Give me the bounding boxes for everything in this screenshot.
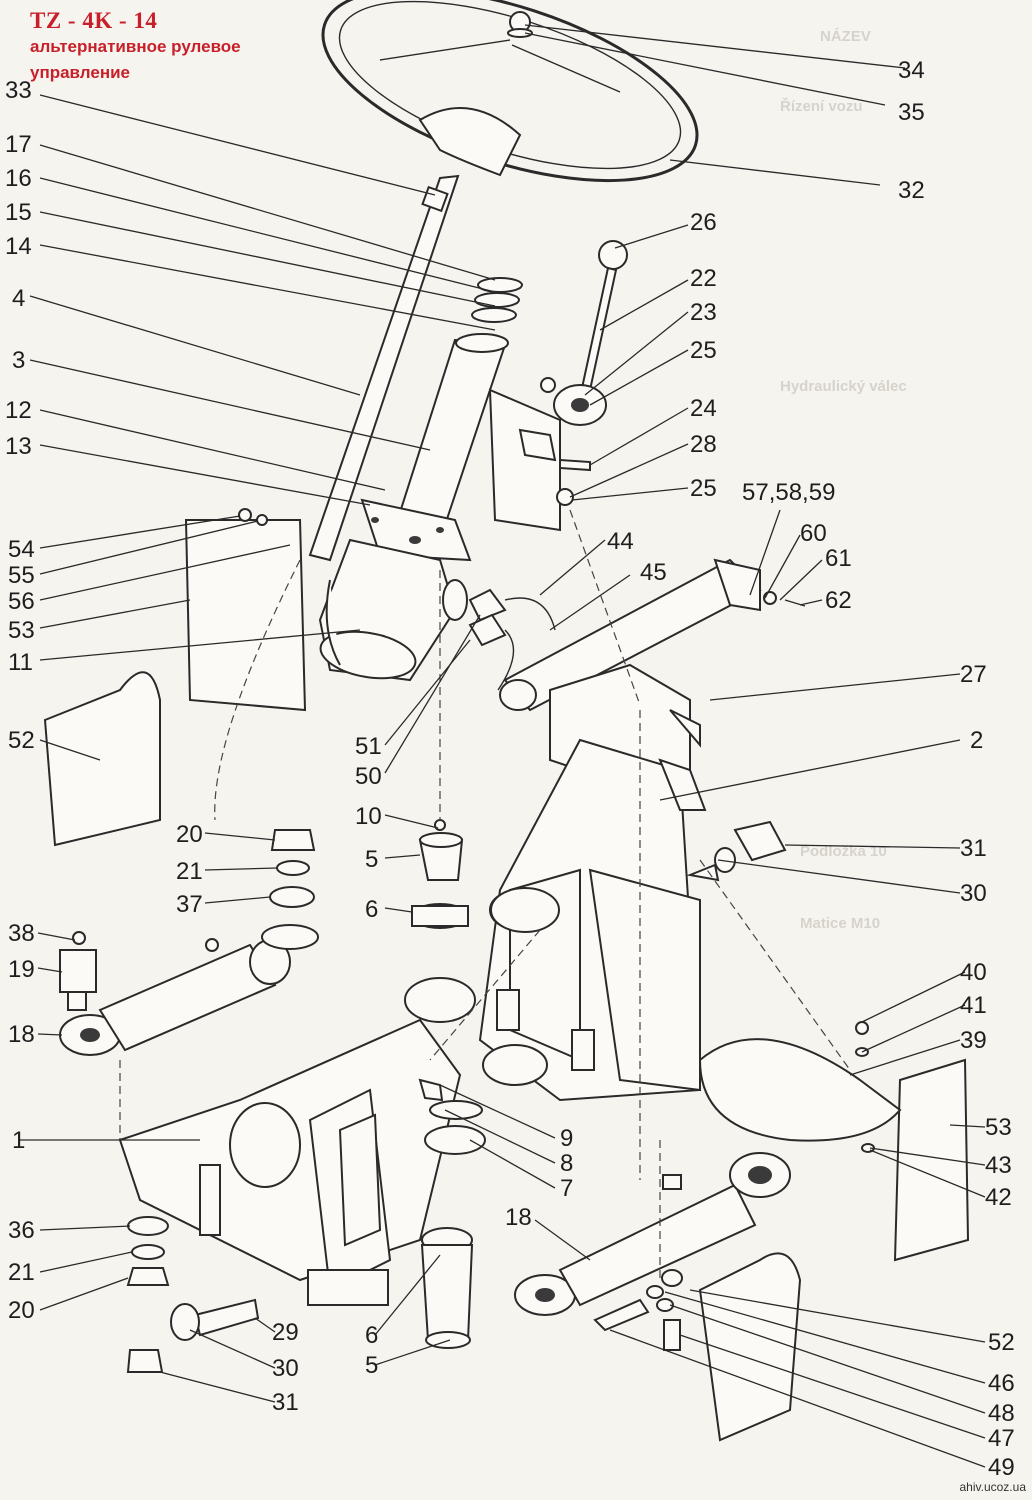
tilt-lever: [540, 240, 628, 506]
callout-32: 32: [898, 177, 925, 204]
callout-35: 35: [898, 99, 925, 126]
steering-unit: [318, 538, 468, 682]
ghost-text: Podložka 10: [800, 843, 887, 860]
callout-18: 18: [505, 1204, 532, 1231]
callout-42: 42: [985, 1184, 1012, 1211]
callout-29: 29: [272, 1319, 299, 1346]
callout-9: 9: [560, 1125, 573, 1152]
callout-21: 21: [8, 1259, 35, 1286]
callout-30: 30: [272, 1355, 299, 1382]
callout-55: 55: [8, 562, 35, 589]
title-block: TZ - 4K - 14 альтернативное рулевое упра…: [30, 8, 241, 86]
ghost-text: NÁZEV: [820, 28, 871, 45]
callout-23: 23: [690, 299, 717, 326]
callout-4: 4: [12, 285, 25, 312]
callout-5: 5: [365, 1352, 378, 1379]
callout-37: 37: [176, 891, 203, 918]
callout-13: 13: [5, 433, 32, 460]
callout-53: 53: [8, 617, 35, 644]
page-title-line-2: управление: [30, 63, 130, 82]
callout-7: 7: [560, 1175, 573, 1202]
left-washer-stack: [261, 829, 319, 950]
callout-26: 26: [690, 209, 717, 236]
steering-arm: [499, 558, 806, 712]
callout-24: 24: [690, 395, 717, 422]
callout-20: 20: [8, 1297, 35, 1324]
callout-20: 20: [176, 821, 203, 848]
callout-41: 41: [960, 992, 987, 1019]
callout-5: 5: [365, 846, 378, 873]
callout-50: 50: [355, 763, 382, 790]
axle-swivel: [118, 887, 560, 1373]
main-frame: [478, 663, 707, 1102]
callout-18: 18: [8, 1021, 35, 1048]
callout-39: 39: [960, 1027, 987, 1054]
callout-34: 34: [898, 57, 925, 84]
callout-49: 49: [988, 1454, 1015, 1481]
callout-19: 19: [8, 956, 35, 983]
callout-31: 31: [272, 1389, 299, 1416]
callout-2: 2: [970, 727, 983, 754]
callout-43: 43: [985, 1152, 1012, 1179]
callout-53: 53: [985, 1114, 1012, 1141]
right-cylinder: [514, 1152, 791, 1316]
callout-62: 62: [825, 587, 852, 614]
left-cylinder: [59, 931, 291, 1056]
callout-52: 52: [988, 1329, 1015, 1356]
callout-57-58-59: 57,58,59: [742, 479, 835, 506]
callout-47: 47: [988, 1425, 1015, 1452]
callout-56: 56: [8, 588, 35, 615]
callout-22: 22: [690, 265, 717, 292]
callout-15: 15: [5, 199, 32, 226]
shield-plates: [43, 519, 970, 1442]
callout-30: 30: [960, 880, 987, 907]
callout-14: 14: [5, 233, 32, 260]
callout-1: 1: [12, 1127, 25, 1154]
right-nut-stack: [686, 820, 787, 882]
callout-45: 45: [640, 559, 667, 586]
ghost-text: Řízení vozu: [780, 98, 863, 115]
callout-labels: 34 35 32 33 17 16 15 14 4 3 12 13 26 22 …: [5, 57, 1015, 1481]
hose-fittings: [205, 508, 683, 1351]
callout-48: 48: [988, 1400, 1015, 1427]
steering-wheel: [321, 0, 699, 183]
watermark: ahiv.ucoz.ua: [959, 1480, 1027, 1494]
callout-25: 25: [690, 337, 717, 364]
callout-33: 33: [5, 77, 32, 104]
callout-44: 44: [607, 528, 634, 555]
callout-60: 60: [800, 520, 827, 547]
callout-51: 51: [355, 733, 382, 760]
assembly-lines: [119, 509, 851, 1280]
callout-16: 16: [5, 165, 32, 192]
kingpin-stack: [411, 819, 486, 1349]
callout-40: 40: [960, 959, 987, 986]
callout-11: 11: [8, 649, 33, 676]
callout-38: 38: [8, 920, 35, 947]
ghost-text: Hydraulický válec: [780, 378, 907, 395]
ghost-text: Matice M10: [800, 915, 881, 932]
callout-6: 6: [365, 896, 378, 923]
steering-column: [308, 174, 561, 562]
callout-25: 25: [690, 475, 717, 502]
callout-8: 8: [560, 1150, 573, 1177]
callout-21: 21: [176, 858, 203, 885]
callout-3: 3: [12, 347, 25, 374]
callout-12: 12: [5, 397, 32, 424]
callout-10: 10: [355, 803, 382, 830]
callout-36: 36: [8, 1217, 35, 1244]
callout-46: 46: [988, 1370, 1015, 1397]
callout-54: 54: [8, 536, 35, 563]
callout-6: 6: [365, 1322, 378, 1349]
leader-lines: [20, 24, 986, 1468]
callout-17: 17: [5, 131, 32, 158]
page-title-line-1: альтернативное рулевое: [30, 37, 241, 56]
callout-52: 52: [8, 727, 35, 754]
callout-61: 61: [825, 545, 852, 572]
callout-28: 28: [690, 431, 717, 458]
callout-31: 31: [960, 835, 987, 862]
callout-27: 27: [960, 661, 987, 688]
document-code: TZ - 4K - 14: [30, 8, 158, 33]
